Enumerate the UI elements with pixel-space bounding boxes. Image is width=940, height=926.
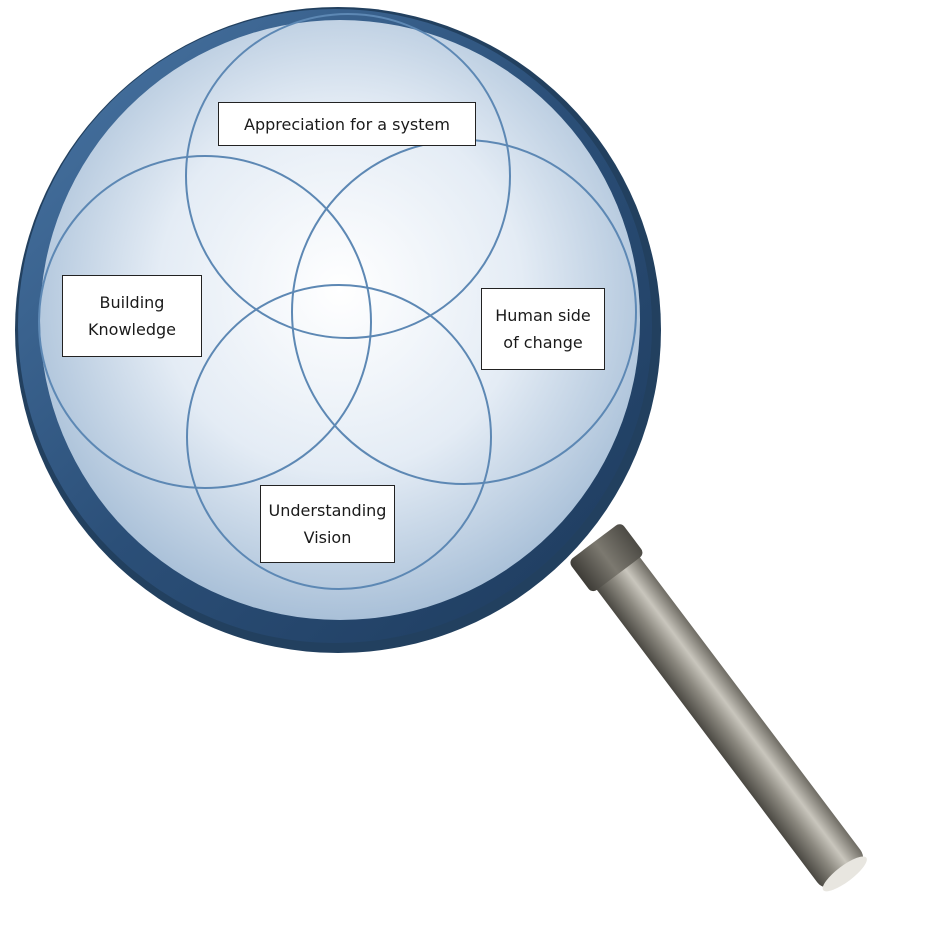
label-appreciation-for-a-system: Appreciation for a system (218, 102, 476, 146)
magnifier-handle (570, 524, 867, 892)
label-building-knowledge: Building Knowledge (62, 275, 202, 357)
label-understanding-vision: Understanding Vision (260, 485, 395, 563)
circle-vision (186, 284, 492, 590)
circle-building (38, 155, 372, 489)
circle-appreciation (185, 13, 511, 339)
label-human-side-of-change: Human side of change (481, 288, 605, 370)
